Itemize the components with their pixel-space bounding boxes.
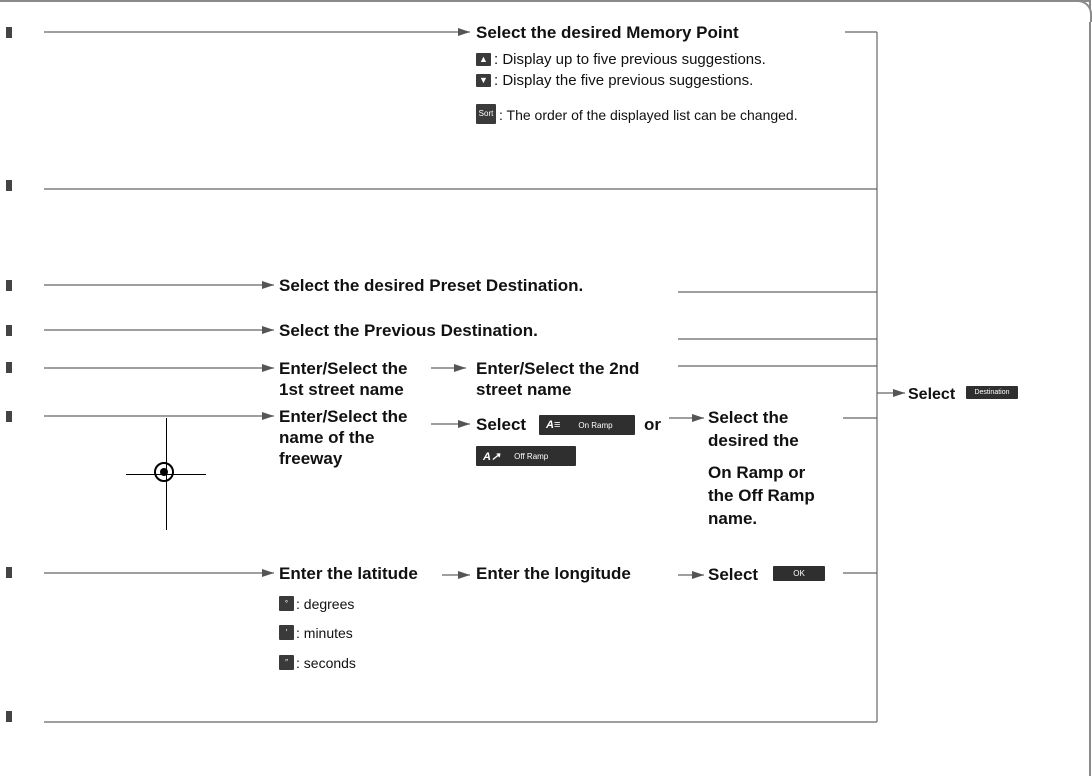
seconds-unit-icon: ″ [279,655,294,670]
intersection-step1-line1: Enter/Select the [279,359,408,378]
on-ramp-icon: A≡ [546,419,561,431]
row-marker-freeway [6,411,12,422]
freeway-select-label: Select [476,415,527,434]
destination-button: Destination [966,386,1018,399]
preset-text: Select the desired Preset Destination. [279,276,584,295]
row-marker-previous [6,325,12,336]
freeway-step3-line2: desired the [708,431,799,450]
frame-corner [1070,0,1092,22]
frame-right-border [1089,0,1091,776]
arrow-up-icon: ▲ [476,53,491,66]
freeway-step1-line2: name of the [279,428,375,447]
intersection-step2-line1: Enter/Select the 2nd [476,359,640,378]
registration-mark-dot [160,468,168,476]
ok-button: OK [773,566,825,581]
row-marker-last [6,711,12,722]
arrow-down-icon: ▼ [476,74,491,87]
freeway-step3-line4: the Off Ramp [708,486,815,505]
row-marker-preset [6,280,12,291]
freeway-step1-line3: freeway [279,449,343,468]
freeway-step3-line3: On Ramp or [708,463,806,482]
row-marker-coordinates [6,567,12,578]
coord-select-label: Select [708,565,759,584]
memory-down-text: : Display the five previous suggestions. [494,72,754,89]
coord-seconds-text: : seconds [296,655,356,671]
on-ramp-button-label: On Ramp [578,420,613,430]
previous-text: Select the Previous Destination. [279,321,538,340]
coord-degrees-text: : degrees [296,596,355,612]
memory-sort-text: : The order of the displayed list can be… [499,107,798,123]
off-ramp-icon: A↗ [483,450,501,463]
off-ramp-button-label: Off Ramp [514,451,549,461]
coord-longitude: Enter the longitude [476,564,631,583]
sort-button-icon: Sort [476,104,496,124]
memory-title: Select the desired Memory Point [476,23,739,42]
final-select-label: Select [908,386,956,403]
memory-up-text: : Display up to five previous suggestion… [494,51,766,68]
coord-latitude: Enter the latitude [279,564,418,583]
freeway-step1-line1: Enter/Select the [279,407,408,426]
registration-mark-icon [154,462,174,482]
on-ramp-button: A≡ On Ramp [539,415,635,435]
intersection-step1-line2: 1st street name [279,380,404,399]
off-ramp-button: A↗ Off Ramp [476,446,576,466]
intersection-step2-line2: street name [476,380,572,399]
freeway-or-label: or [644,415,661,434]
degrees-unit-icon: ° [279,596,294,611]
row-marker-intersection [6,362,12,373]
row-marker-home [6,180,12,191]
minutes-unit-icon: ′ [279,625,294,640]
row-marker-memory [6,27,12,38]
freeway-step3-line1: Select the [708,408,789,427]
coord-minutes-text: : minutes [296,625,353,641]
frame-top-border [0,0,1090,2]
freeway-step3-line5: name. [708,509,758,528]
